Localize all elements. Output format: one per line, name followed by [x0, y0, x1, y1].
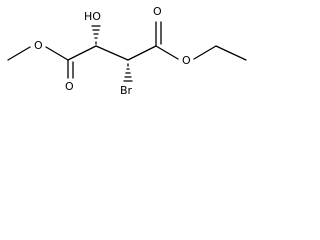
oxygen-label-carbonyl-left: O	[65, 80, 74, 93]
bond-oxygen-methyl-right	[193, 45, 217, 60]
oxygen-label-ester-right: O	[182, 54, 191, 67]
bond-c2-c3	[95, 45, 129, 61]
bond-carbonyl-oxygen-right	[155, 45, 179, 60]
bond-oxygen-carbonyl-left	[45, 46, 69, 61]
structure-canvas: O O HO Br O O	[0, 0, 250, 117]
bond-carbonyl-left-c2	[67, 45, 97, 61]
bromine-label: Br	[120, 84, 133, 97]
molecule-drawing: O O HO Br O O	[7, 5, 247, 97]
bond-c3-carbonyl-right	[127, 45, 157, 61]
hashed-wedge-bromine	[123, 63, 133, 82]
oxygen-label-ester-left: O	[34, 39, 43, 52]
oxygen-label-carbonyl-right: O	[153, 5, 162, 18]
hashed-wedge-hydroxyl	[91, 25, 101, 45]
bond-methyl-extension-right	[215, 45, 247, 61]
bond-methyl-oxygen-left	[7, 46, 31, 61]
hydroxyl-label: HO	[84, 10, 101, 23]
